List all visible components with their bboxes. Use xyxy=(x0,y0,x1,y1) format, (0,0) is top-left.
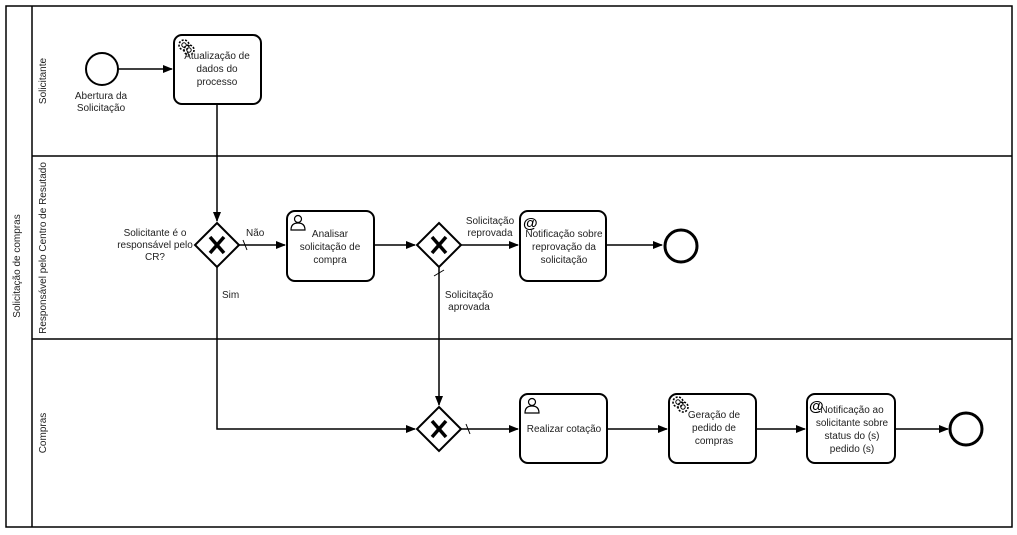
task-atualizacao[interactable]: Atualização de dados do processo xyxy=(173,34,262,105)
task-atualizacao-line-3: processo xyxy=(197,77,238,88)
gateway-aprovacao[interactable] xyxy=(415,221,463,269)
pool: Solicitação de compras xyxy=(5,5,1013,528)
at-icon: @ xyxy=(809,398,824,415)
start-event: Abertura da Solicitação xyxy=(75,52,128,114)
start-event-label-line-2: Solicitação xyxy=(77,103,126,114)
task-cotacao[interactable]: Realizar cotação xyxy=(519,393,608,464)
task-notificacao-reprovacao-line-1: Notificação sobre xyxy=(525,229,603,240)
task-cotacao-line-1: Realizar cotação xyxy=(527,424,602,435)
task-notificacao-status-line-4: pedido (s) xyxy=(830,444,874,455)
task-notificacao-status-line-2: solicitante sobre xyxy=(816,418,889,429)
lane-solicitante: Solicitante xyxy=(32,57,1012,157)
task-atualizacao-line-2: dados do xyxy=(196,64,238,75)
sequence-flows xyxy=(118,65,949,435)
start-event-label-line-1: Abertura da xyxy=(75,91,128,102)
user-icon xyxy=(290,214,306,231)
lane-label-compras: Compras xyxy=(38,413,49,454)
flow-gw1-sim xyxy=(216,267,416,433)
gateway-question-line-1: Solicitante é o xyxy=(124,228,187,239)
gateway-question-line-3: CR? xyxy=(145,252,165,263)
task-analisar[interactable]: Analisar solicitação de compra xyxy=(286,210,375,282)
task-analisar-line-1: Analisar xyxy=(312,229,349,240)
task-notificacao-reprovacao[interactable]: @ Notificação sobre reprovação da solici… xyxy=(519,210,607,282)
lane-label-solicitante: Solicitante xyxy=(38,57,49,104)
gateway-merge[interactable] xyxy=(415,405,463,453)
task-atualizacao-line-1: Atualização de xyxy=(184,51,250,62)
task-notificacao-status-line-1: Notificação ao xyxy=(820,405,884,416)
at-icon: @ xyxy=(523,215,538,232)
flow-label-sim: Sim xyxy=(222,290,239,301)
task-analisar-line-3: compra xyxy=(313,255,347,266)
end-event-compras xyxy=(948,411,984,447)
lane-responsavel: Responsável pelo Centro de Resutado xyxy=(32,162,1012,340)
lane-compras: Compras xyxy=(38,413,49,454)
pool-label: Solicitação de compras xyxy=(12,214,23,317)
user-icon xyxy=(524,397,540,414)
task-geracao-line-1: Geração de xyxy=(688,410,741,421)
task-notificacao-reprovacao-line-2: reprovação da xyxy=(532,242,596,253)
flow-label-nao: Não xyxy=(246,228,265,239)
task-notificacao-status-line-3: status do (s) xyxy=(824,431,879,442)
flow-label-aprovada-line-2: aprovada xyxy=(448,302,490,313)
lane-label-responsavel: Responsável pelo Centro de Resutado xyxy=(38,162,49,334)
task-notificacao-status[interactable]: @ Notificação ao solicitante sobre statu… xyxy=(806,393,896,464)
gateway-solicitante-responsavel[interactable]: Solicitante é o responsável pelo CR? xyxy=(117,221,241,269)
gateway-question-line-2: responsável pelo xyxy=(117,240,193,251)
flow-label-reprovada-line-2: reprovada xyxy=(467,228,512,239)
flow-label-aprovada-line-1: Solicitação xyxy=(445,290,494,301)
task-notificacao-reprovacao-line-3: solicitação xyxy=(541,255,588,266)
end-event-reprovacao xyxy=(663,228,699,264)
task-analisar-line-2: solicitação de xyxy=(300,242,361,253)
task-geracao[interactable]: Geração de pedido de compras xyxy=(668,393,757,464)
task-geracao-line-2: pedido de xyxy=(692,423,736,434)
flow-label-reprovada-line-1: Solicitação xyxy=(466,216,515,227)
task-geracao-line-3: compras xyxy=(695,436,733,447)
